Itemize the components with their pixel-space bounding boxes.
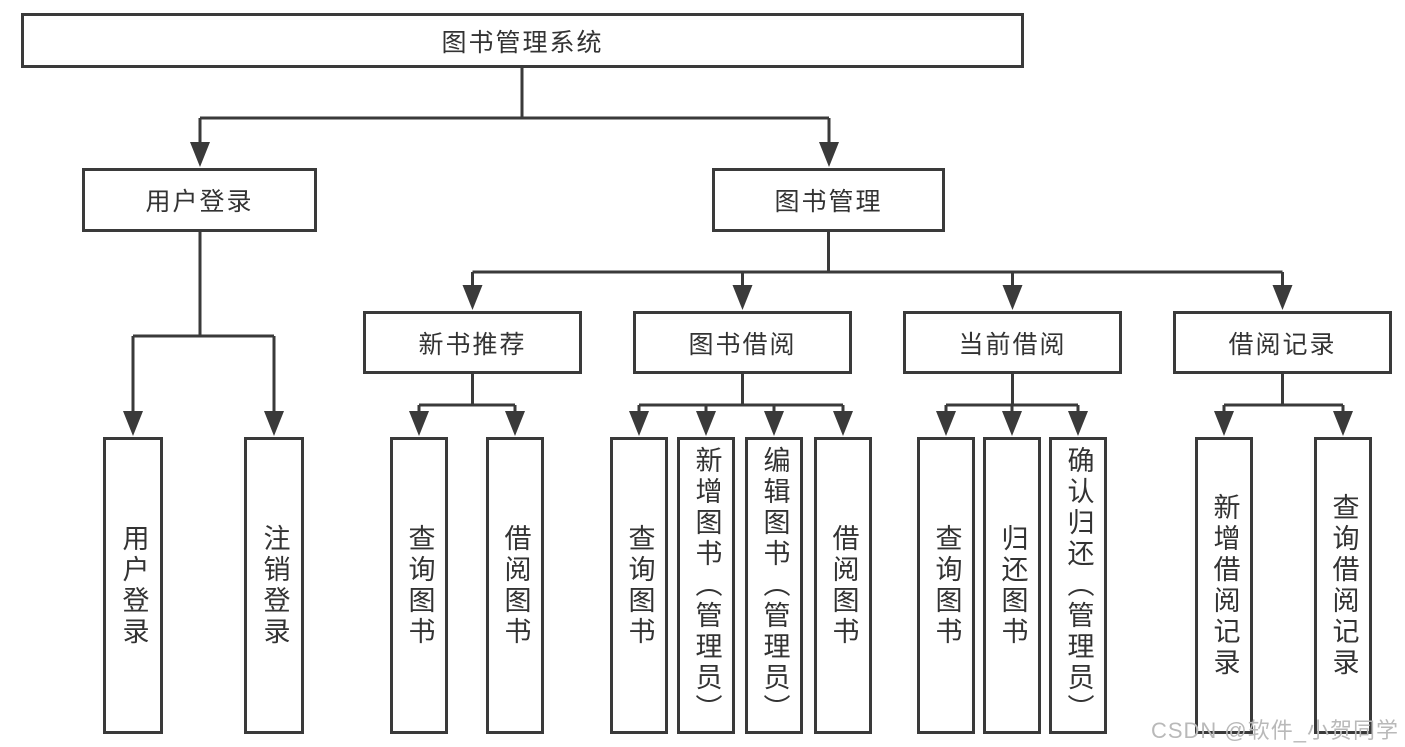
- leaf-user-login: 用户登录: [103, 437, 163, 734]
- arrowhead-down-icon: [1333, 411, 1353, 436]
- arrowhead-down-icon: [190, 142, 210, 167]
- node-current-borrow-label: 当前借阅: [958, 330, 1067, 359]
- arrowhead-down-icon: [1214, 411, 1234, 436]
- node-user-login: 用户登录: [82, 168, 317, 232]
- node-book-borrow: 图书借阅: [633, 311, 852, 374]
- leaf-confirm-return-admin: 确认归还（管理员）: [1049, 437, 1107, 734]
- leaf-logout: 注销登录: [244, 437, 304, 734]
- leaf-borrow-books-borrow-label: 借阅图书: [828, 523, 859, 648]
- node-user-login-label: 用户登录: [145, 188, 254, 216]
- node-book-borrow-label: 图书借阅: [688, 330, 797, 359]
- connector-borrow-records-to-leaves: [1222, 372, 1345, 418]
- node-borrow-records-label: 借阅记录: [1228, 330, 1337, 359]
- arrowheads: [123, 142, 1353, 436]
- arrowhead-down-icon: [505, 411, 525, 436]
- node-book-management: 图书管理: [712, 168, 945, 232]
- node-root: 图书管理系统: [21, 13, 1024, 68]
- leaf-query-books-current: 查询图书: [917, 437, 975, 734]
- node-book-management-label: 图书管理: [774, 188, 883, 216]
- leaf-query-books-recommend: 查询图书: [390, 437, 448, 734]
- node-new-book-recommend-label: 新书推荐: [418, 330, 527, 359]
- leaf-return-book-label: 归还图书: [997, 523, 1028, 648]
- leaf-query-books-recommend-label: 查询图书: [404, 523, 435, 648]
- leaf-query-books-borrow: 查询图书: [610, 437, 668, 734]
- arrowhead-down-icon: [123, 411, 143, 436]
- leaf-add-book-admin-label: 新增图书（管理员）: [691, 446, 722, 725]
- arrowhead-down-icon: [819, 142, 839, 167]
- leaf-add-borrow-record-label: 新增借阅记录: [1209, 492, 1240, 679]
- leaf-user-login-label: 用户登录: [118, 523, 149, 648]
- leaf-borrow-books-borrow: 借阅图书: [814, 437, 872, 734]
- watermark: CSDN @软件_小贺同学: [1150, 718, 1399, 743]
- node-root-label: 图书管理系统: [441, 28, 604, 57]
- arrowhead-down-icon: [1002, 285, 1023, 310]
- arrowhead-down-icon: [462, 285, 483, 310]
- node-new-book-recommend: 新书推荐: [363, 311, 582, 374]
- leaf-query-books-borrow-label: 查询图书: [624, 523, 655, 648]
- leaf-query-books-current-label: 查询图书: [931, 523, 962, 648]
- leaf-add-book-admin: 新增图书（管理员）: [677, 437, 735, 734]
- arrowhead-down-icon: [936, 411, 956, 436]
- arrowhead-down-icon: [409, 411, 429, 436]
- arrowhead-down-icon: [264, 411, 284, 436]
- leaf-logout-label: 注销登录: [259, 523, 290, 648]
- arrowhead-down-icon: [696, 411, 716, 436]
- arrowhead-down-icon: [1068, 411, 1088, 436]
- node-current-borrow: 当前借阅: [903, 311, 1122, 374]
- leaf-return-book: 归还图书: [983, 437, 1041, 734]
- connector-book-borrow-to-leaves: [637, 372, 845, 418]
- node-borrow-records: 借阅记录: [1173, 311, 1392, 374]
- arrowhead-down-icon: [629, 411, 649, 436]
- leaf-query-borrow-record-label: 查询借阅记录: [1328, 492, 1359, 679]
- leaf-borrow-books-recommend: 借阅图书: [486, 437, 544, 734]
- connector-user-login-to-leaves: [131, 231, 276, 418]
- connector-lines: [131, 67, 1345, 418]
- arrowhead-down-icon: [1002, 411, 1022, 436]
- connector-root-to-level2: [198, 67, 831, 149]
- connector-book-management-to-level3: [471, 231, 1284, 292]
- leaf-query-borrow-record: 查询借阅记录: [1314, 437, 1372, 734]
- leaf-edit-book-admin-label: 编辑图书（管理员）: [759, 446, 790, 725]
- connector-new-book-recommend-to-leaves: [417, 372, 517, 418]
- leaf-add-borrow-record: 新增借阅记录: [1195, 437, 1253, 734]
- leaf-edit-book-admin: 编辑图书（管理员）: [745, 437, 803, 734]
- leaf-borrow-books-recommend-label: 借阅图书: [500, 523, 531, 648]
- arrowhead-down-icon: [1272, 285, 1293, 310]
- arrowhead-down-icon: [833, 411, 853, 436]
- arrowhead-down-icon: [764, 411, 784, 436]
- arrowhead-down-icon: [732, 285, 753, 310]
- leaf-confirm-return-admin-label: 确认归还（管理员）: [1063, 446, 1094, 725]
